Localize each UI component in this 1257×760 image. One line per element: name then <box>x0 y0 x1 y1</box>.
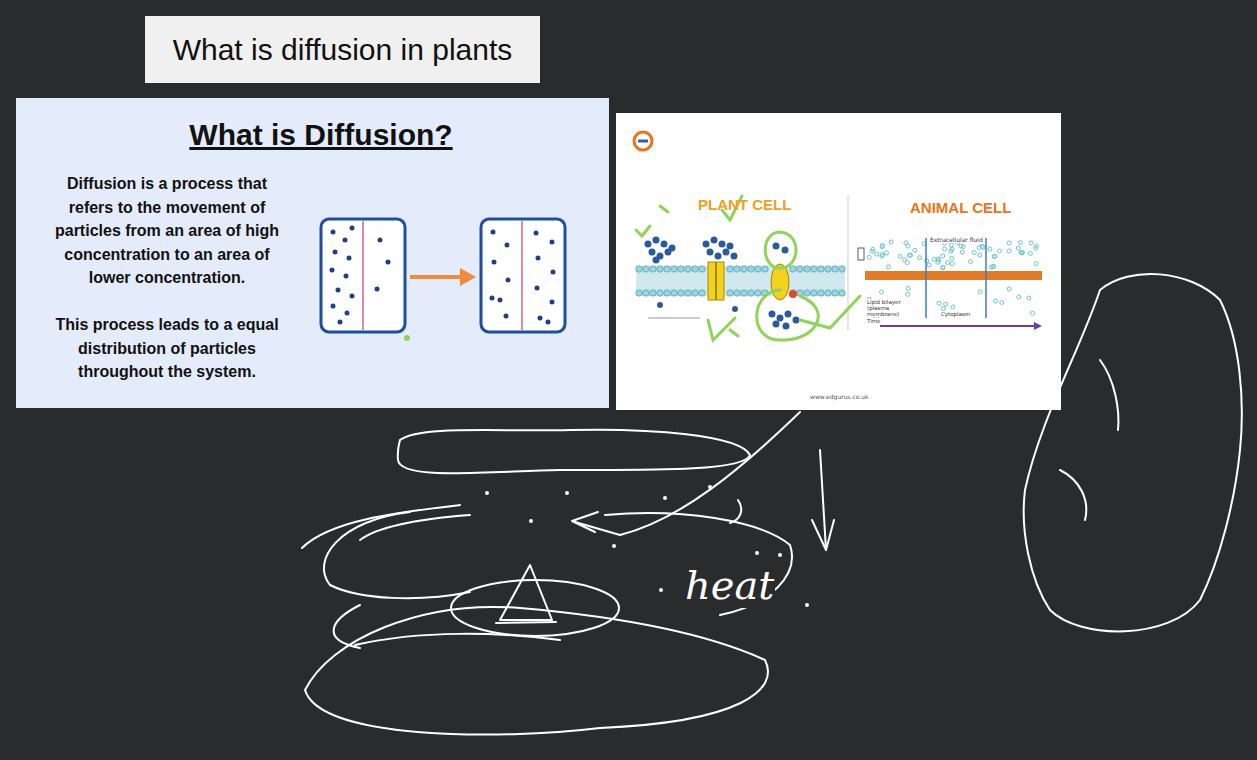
beaker-before <box>321 219 405 332</box>
hand-scribbles <box>302 274 1242 735</box>
time-label: Time <box>866 318 881 324</box>
card-body: This process leads to a equal distributi… <box>54 313 280 384</box>
logo <box>634 132 652 150</box>
green-scribbles <box>636 196 860 340</box>
website-watermark: www.edgurus.co.uk <box>810 393 869 400</box>
transfer-arrow <box>410 268 476 286</box>
title-box: What is diffusion in plants <box>145 16 540 83</box>
title-text: What is diffusion in plants <box>173 33 513 67</box>
fluid-label: Extracellular fluid <box>929 236 984 243</box>
card-heading: What is Diffusion? <box>176 118 466 152</box>
plant-cell-heading: PLANT CELL <box>698 196 791 213</box>
beaker-after <box>481 219 565 332</box>
image-ground <box>616 113 1061 410</box>
animal-membrane <box>858 238 1042 330</box>
plant-membrane <box>636 262 845 318</box>
membrane-label: Lipid bilayer (plasma membrane) <box>866 299 920 317</box>
hand-dots <box>485 485 809 607</box>
animal-cell-heading: ANIMAL CELL <box>910 199 1011 216</box>
plant-particles <box>645 237 800 330</box>
cytoplasm-label: Cytoplasm <box>940 311 971 317</box>
handwritten-word: heat <box>684 562 775 608</box>
card-body: Diffusion is a process that refers to th… <box>54 172 280 290</box>
info-card: What is Diffusion? Diffusion is a process… <box>16 98 609 408</box>
card-ground <box>16 98 609 408</box>
